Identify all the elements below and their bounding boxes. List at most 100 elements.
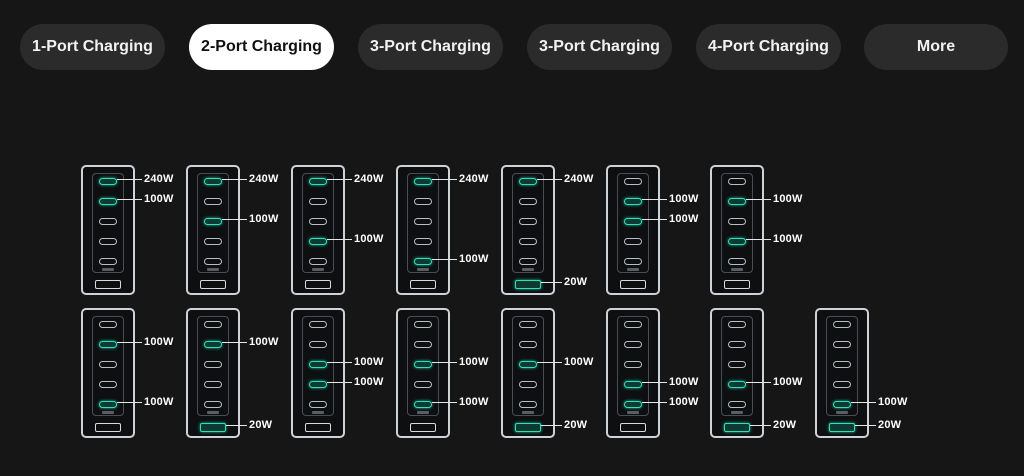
usb-c-port [309, 178, 327, 185]
usb-a-port [515, 423, 541, 432]
usb-c-port [99, 258, 117, 265]
usb-c-port [624, 218, 642, 225]
usb-c-port [519, 361, 537, 368]
usb-c-port [414, 381, 432, 388]
port-panel [197, 173, 229, 273]
usb-c-port [624, 361, 642, 368]
usb-a-port [620, 423, 646, 432]
usb-a-port [410, 423, 436, 432]
callout-line [222, 219, 247, 220]
charger-diagram[interactable] [606, 308, 660, 438]
port-panel [512, 316, 544, 416]
charger-diagram[interactable] [186, 165, 240, 295]
callout-line [537, 362, 562, 363]
wattage-label: 20W [564, 276, 588, 288]
callout-line [537, 179, 562, 180]
usb-a-port [95, 423, 121, 432]
usb-c-port [519, 218, 537, 225]
callout-line [327, 382, 352, 383]
usb-c-port [99, 401, 117, 408]
brand-mark [312, 268, 324, 271]
port-panel [721, 173, 753, 273]
port-panel [826, 316, 858, 416]
usb-c-port [204, 341, 222, 348]
tab-3-port-charging-b[interactable]: 3-Port Charging [527, 24, 672, 70]
tab-more[interactable]: More [864, 24, 1008, 70]
usb-c-port [728, 238, 746, 245]
callout-line [327, 179, 352, 180]
charger-diagram[interactable] [81, 165, 135, 295]
brand-mark [836, 411, 848, 414]
port-panel [617, 316, 649, 416]
usb-a-port [829, 423, 855, 432]
brand-mark [522, 411, 534, 414]
usb-c-port [624, 238, 642, 245]
usb-c-port [728, 258, 746, 265]
charger-diagram[interactable] [710, 308, 764, 438]
usb-c-port [519, 401, 537, 408]
usb-c-port [624, 401, 642, 408]
brand-mark [417, 411, 429, 414]
usb-c-port [204, 258, 222, 265]
charger-diagram[interactable] [501, 308, 555, 438]
usb-c-port [728, 361, 746, 368]
tab-label: 3-Port Charging [370, 38, 491, 55]
wattage-label: 100W [773, 376, 803, 388]
wattage-label: 100W [459, 396, 489, 408]
callout-line [432, 362, 457, 363]
callout-line [117, 402, 142, 403]
usb-c-port [728, 401, 746, 408]
port-panel [617, 173, 649, 273]
charger-diagram[interactable] [81, 308, 135, 438]
charger-diagram[interactable] [501, 165, 555, 295]
usb-c-port [519, 198, 537, 205]
tab-2-port-charging[interactable]: 2-Port Charging [189, 24, 334, 70]
brand-mark [207, 268, 219, 271]
charger-diagram[interactable] [396, 308, 450, 438]
port-panel [721, 316, 753, 416]
callout-line [642, 199, 667, 200]
charger-diagram[interactable] [186, 308, 240, 438]
port-panel [302, 316, 334, 416]
usb-a-port [724, 423, 750, 432]
usb-c-port [728, 218, 746, 225]
wattage-label: 100W [773, 193, 803, 205]
charger-diagram[interactable] [291, 165, 345, 295]
brand-mark [522, 268, 534, 271]
charger-diagram[interactable] [815, 308, 869, 438]
usb-c-port [833, 321, 851, 328]
usb-a-port [724, 280, 750, 289]
callout-line [642, 382, 667, 383]
charger-diagram[interactable] [291, 308, 345, 438]
tab-3-port-charging-a[interactable]: 3-Port Charging [358, 24, 503, 70]
usb-c-port [624, 258, 642, 265]
usb-c-port [204, 401, 222, 408]
usb-c-port [728, 178, 746, 185]
wattage-label: 100W [144, 336, 174, 348]
charger-diagram[interactable] [396, 165, 450, 295]
usb-c-port [833, 401, 851, 408]
usb-c-port [204, 198, 222, 205]
charger-diagram[interactable] [710, 165, 764, 295]
usb-c-port [414, 361, 432, 368]
wattage-label: 100W [878, 396, 908, 408]
port-panel [92, 316, 124, 416]
usb-c-port [519, 321, 537, 328]
usb-c-port [99, 178, 117, 185]
callout-line [750, 425, 771, 426]
usb-c-port [309, 321, 327, 328]
usb-a-port [305, 280, 331, 289]
usb-c-port [414, 401, 432, 408]
usb-c-port [99, 321, 117, 328]
tab-1-port-charging[interactable]: 1-Port Charging [20, 24, 165, 70]
tab-label: 1-Port Charging [32, 38, 153, 55]
callout-line [222, 342, 247, 343]
tab-4-port-charging[interactable]: 4-Port Charging [696, 24, 841, 70]
usb-a-port [620, 280, 646, 289]
brand-mark [102, 411, 114, 414]
brand-mark [207, 411, 219, 414]
callout-line [327, 239, 352, 240]
brand-mark [731, 411, 743, 414]
charger-diagram[interactable] [606, 165, 660, 295]
usb-c-port [99, 218, 117, 225]
